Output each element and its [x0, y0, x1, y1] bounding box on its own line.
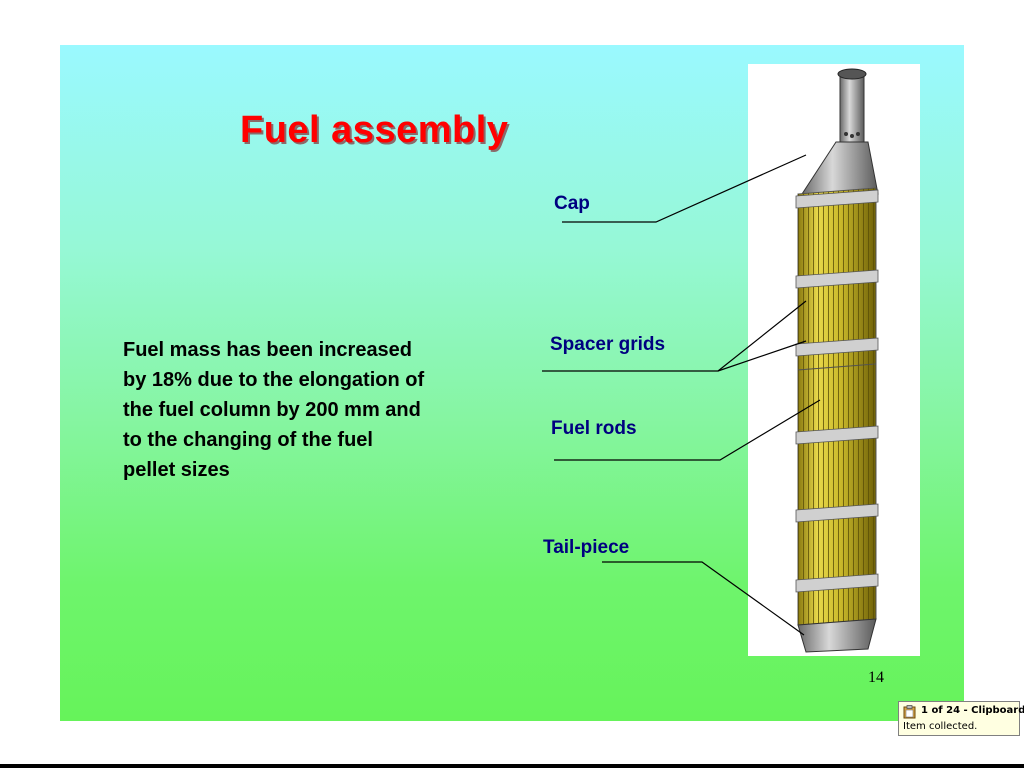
cap-springs [801, 141, 879, 195]
label-cap: Cap [554, 193, 590, 214]
clipboard-icon [903, 705, 916, 719]
clipboard-title: 1 of 24 - Clipboard [921, 705, 1024, 716]
cap-head [839, 71, 865, 143]
clipboard-notification[interactable]: 1 of 24 - Clipboard Item collected. [898, 701, 1024, 736]
label-tail-piece: Tail-piece [543, 537, 630, 558]
tail-piece-part [797, 618, 877, 653]
fuel-assembly-illustration [795, 68, 879, 653]
bottom-border [0, 764, 1024, 768]
page-number: 14 [868, 669, 884, 686]
label-fuel-rods: Fuel rods [551, 418, 637, 439]
label-spacer-grids: Spacer grids [550, 334, 666, 355]
slide-body-text: Fuel mass has been increased by 18% due … [123, 339, 425, 481]
slide: Fuel assembly Fuel mass has been increas… [60, 45, 964, 721]
clipboard-message: Item collected. [903, 721, 978, 732]
fuel-assembly-image [748, 64, 920, 656]
slide-title: Fuel assembly [240, 109, 509, 151]
